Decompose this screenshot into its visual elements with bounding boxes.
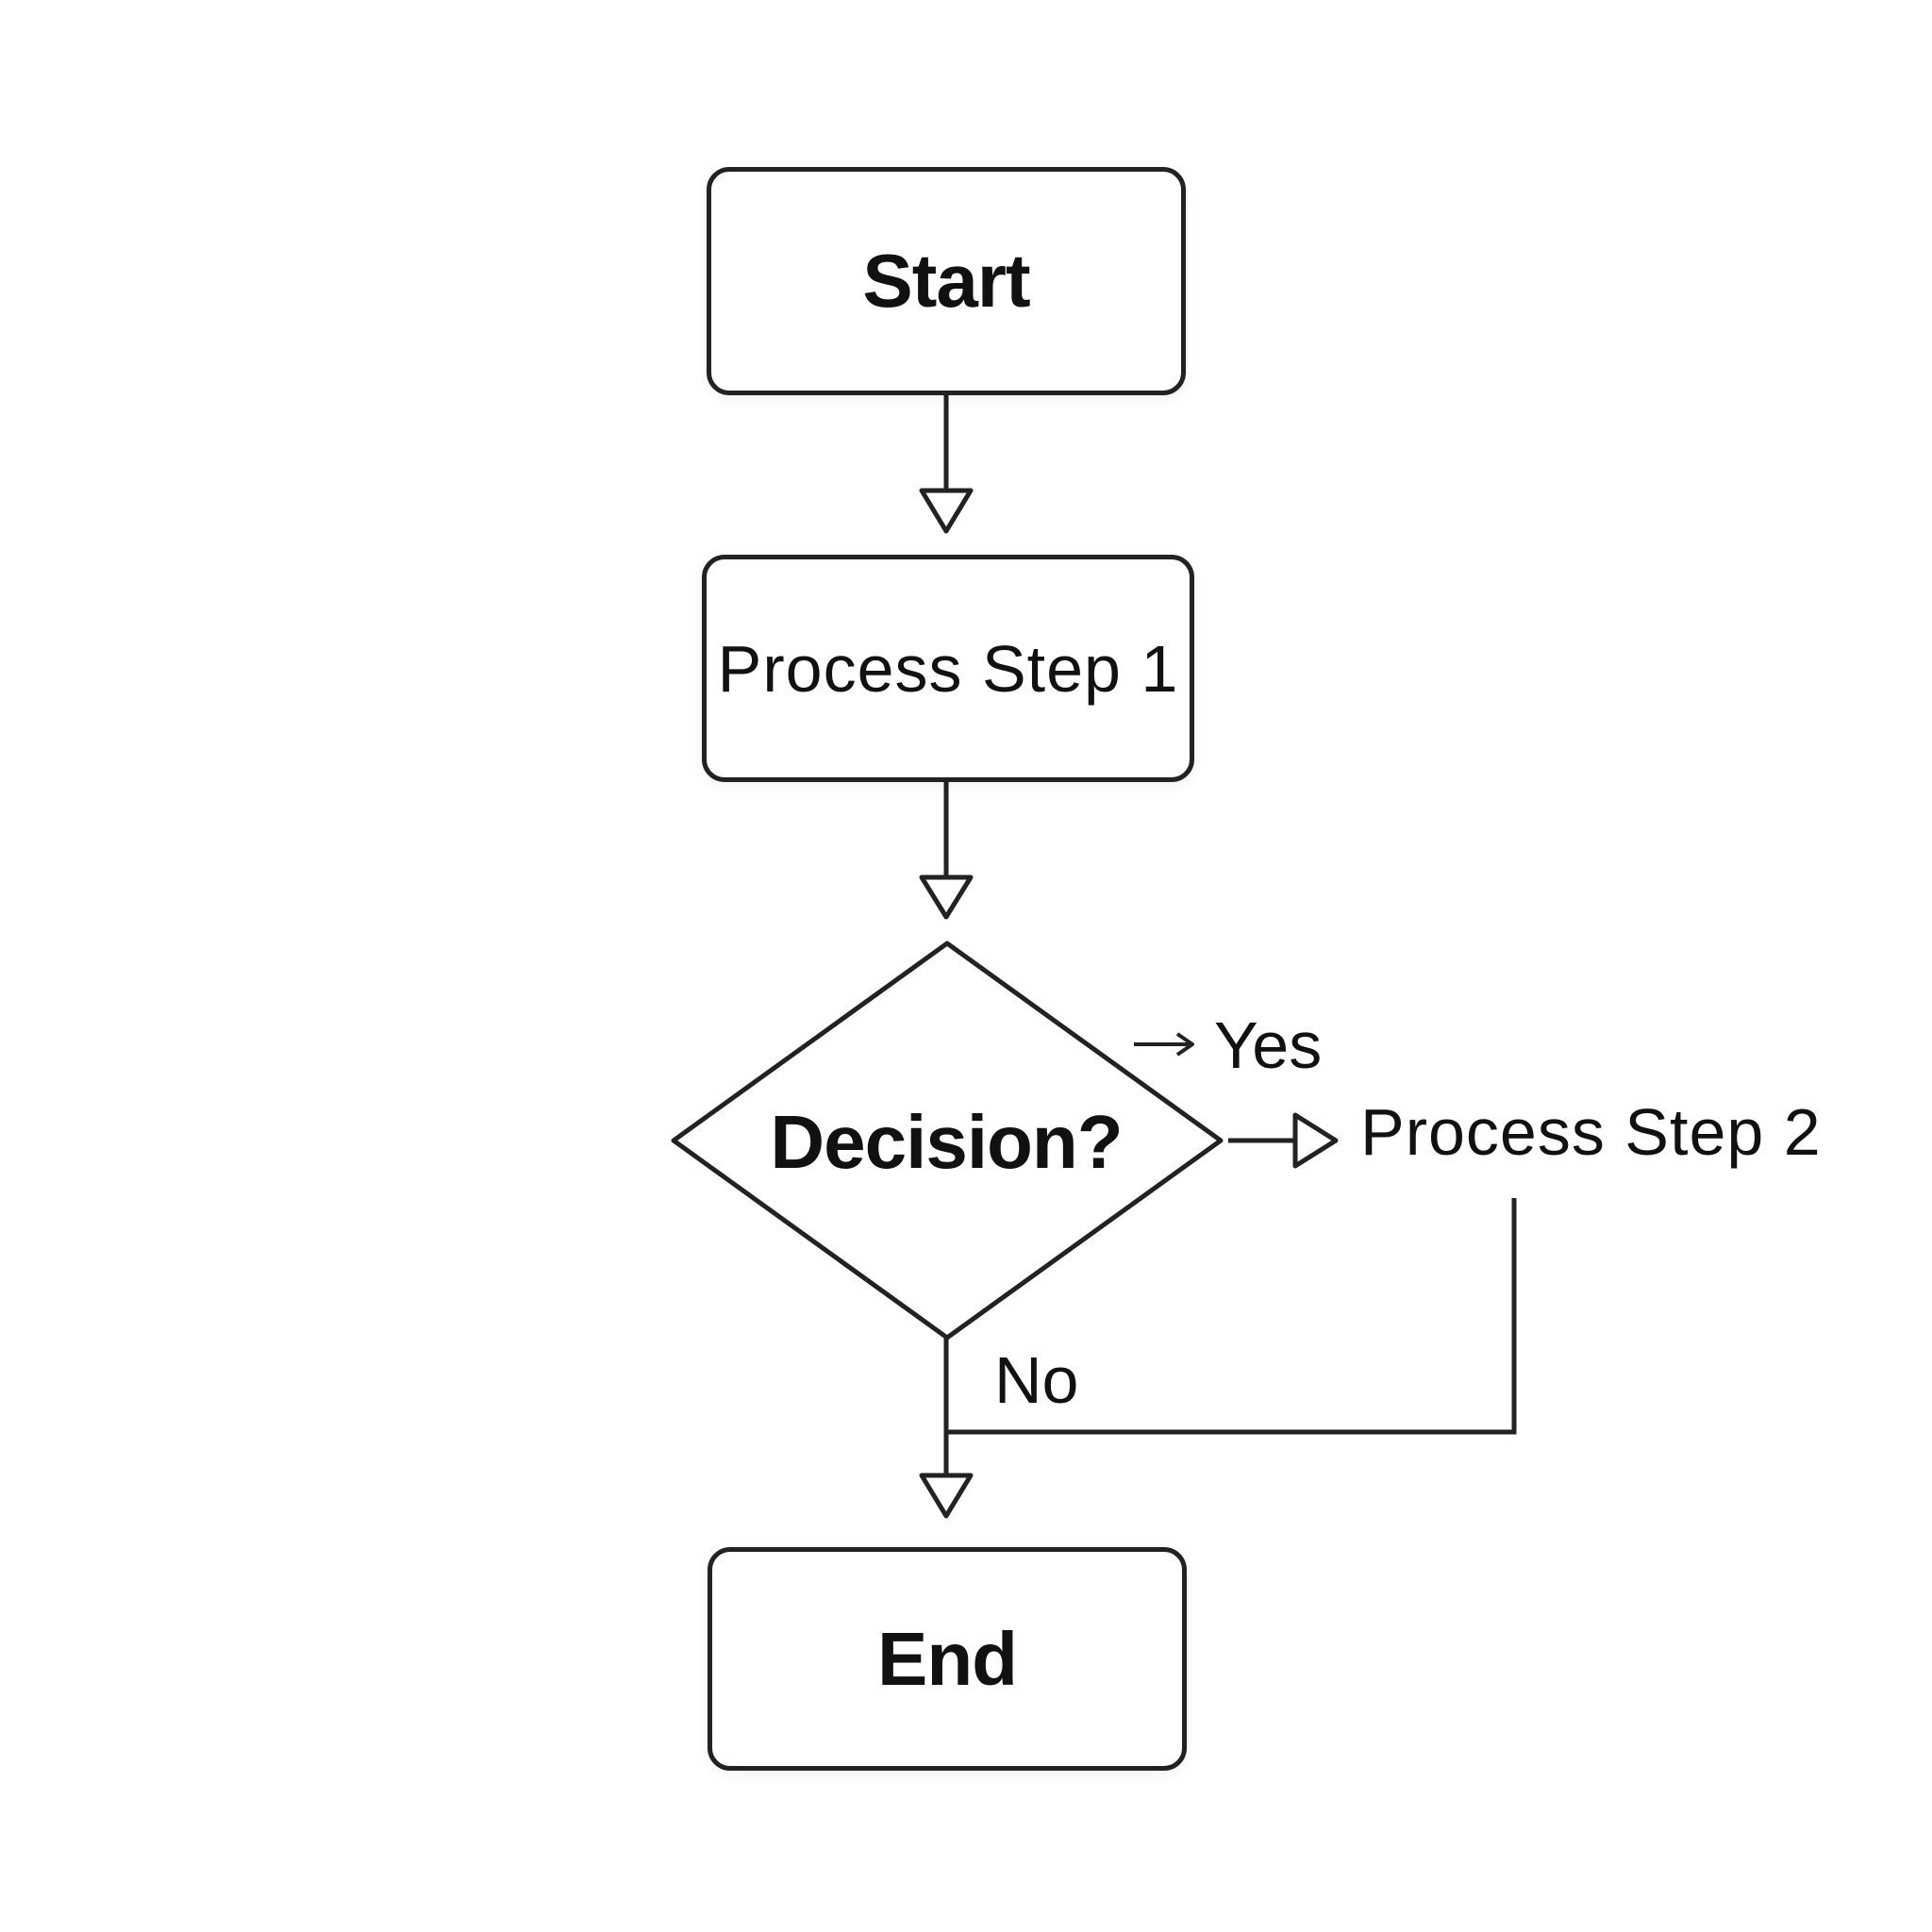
arrowhead-step1-to-decision xyxy=(919,874,974,920)
yes-small-arrowhead xyxy=(1175,1032,1194,1057)
yes-edge-label: Yes xyxy=(1214,1008,1323,1082)
start-node[interactable]: Start xyxy=(707,167,1186,395)
end-node[interactable]: End xyxy=(708,1547,1187,1771)
arrowhead-decision-to-step2 xyxy=(1292,1112,1339,1169)
end-node-label: End xyxy=(876,1616,1018,1701)
no-edge-label: No xyxy=(994,1343,1079,1417)
connector-step2-return xyxy=(946,1198,1517,1435)
process-step-1-node[interactable]: Process Step 1 xyxy=(702,555,1194,782)
decision-label: Decision? xyxy=(770,1100,1123,1184)
arrowhead-start-to-step1 xyxy=(919,488,974,534)
arrowhead-decision-to-end xyxy=(919,1473,974,1519)
start-node-label: Start xyxy=(862,239,1030,323)
process-step-2-label[interactable]: Process Step 2 xyxy=(1360,1095,1822,1169)
process-step-1-label: Process Step 1 xyxy=(717,631,1179,706)
